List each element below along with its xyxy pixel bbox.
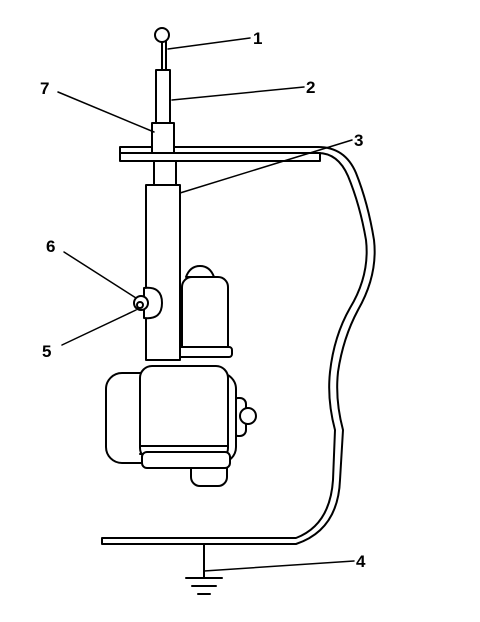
leader-2: [171, 86, 305, 101]
ground-symbol: [185, 543, 223, 595]
callout-6: 6: [46, 237, 55, 256]
ground-strap: [101, 146, 376, 545]
callout-2: 2: [306, 78, 315, 97]
antenna-rod: [155, 39, 171, 124]
callout-4: 4: [356, 552, 366, 571]
mast-nut: [151, 122, 175, 154]
leader-3: [179, 139, 353, 194]
callout-7: 7: [40, 79, 49, 98]
mounting-plate: [119, 152, 321, 162]
clamp-fitting: [133, 286, 163, 320]
callout-leaders: [57, 37, 355, 572]
leader-7: [57, 91, 155, 133]
callout-1: 1: [253, 29, 262, 48]
leader-1: [167, 37, 251, 50]
leader-4: [203, 560, 355, 572]
mast-tube: [145, 160, 181, 361]
leader-5: [61, 309, 137, 346]
leader-6: [63, 251, 137, 299]
callout-5: 5: [42, 342, 51, 361]
callout-3: 3: [354, 131, 363, 150]
callout-labels: 1 2 3 4 5 6 7: [40, 29, 366, 571]
motor-housing: [105, 265, 257, 487]
antenna-ball-tip: [154, 27, 170, 43]
